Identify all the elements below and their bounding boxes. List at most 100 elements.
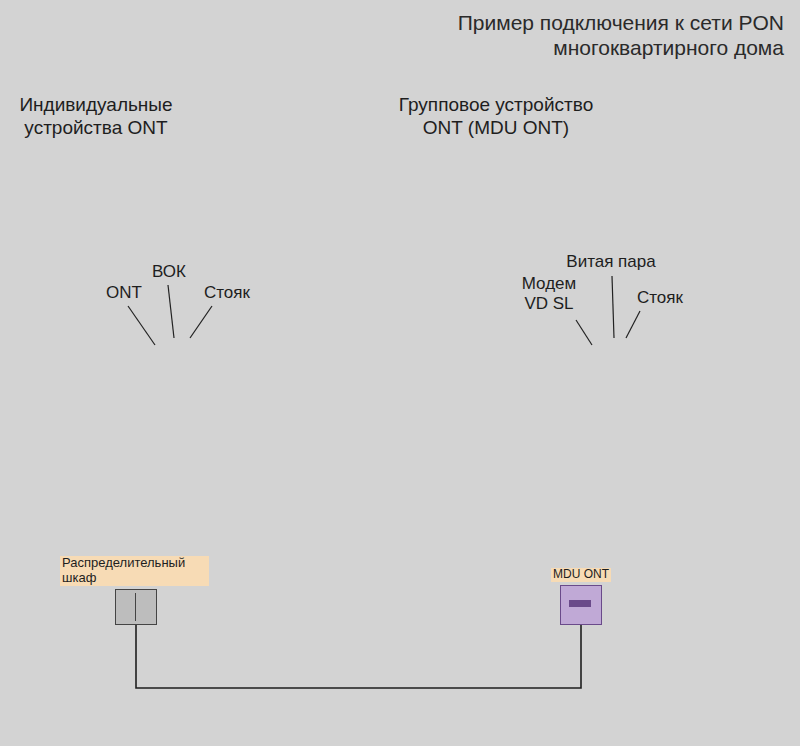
monitor-icon xyxy=(266,419,302,449)
computer-screen xyxy=(77,489,99,505)
house-frame xyxy=(10,324,320,635)
monitor-icon xyxy=(266,346,302,376)
house-interior xyxy=(497,342,758,625)
phone-icon xyxy=(54,524,72,532)
monitor-stand xyxy=(730,376,738,380)
computer-screen xyxy=(77,424,99,440)
monitor-icon xyxy=(28,419,64,449)
computer-screen xyxy=(552,351,574,367)
device-cable xyxy=(577,366,596,376)
floor-slab xyxy=(22,470,308,478)
distribution-cabinet: Распределительный шкаф xyxy=(60,556,209,625)
device-cable xyxy=(204,366,228,376)
computer-screen xyxy=(681,424,703,440)
computer-icon xyxy=(549,486,577,510)
subscriber-device xyxy=(197,423,204,449)
house-heading: Групповое устройство ONT (MDU ONT) xyxy=(398,93,594,139)
callout-label: Витая пара xyxy=(561,252,661,272)
callout-label: Стояк xyxy=(199,283,255,303)
computer-screen xyxy=(681,559,703,575)
computer-icon xyxy=(678,556,706,580)
subscriber-device xyxy=(596,350,603,376)
phone-handset xyxy=(527,455,549,459)
computer-screen xyxy=(231,559,253,575)
floor-slab xyxy=(497,405,758,413)
mdu-ont-unit: MDU ONT xyxy=(545,564,617,625)
leader-line xyxy=(190,306,212,338)
diagram-title: Пример подключения к сети PON многокварт… xyxy=(354,10,784,60)
monitor-stand xyxy=(517,449,525,453)
device-cable xyxy=(639,366,678,376)
callout-label: ВОК xyxy=(147,262,191,282)
bottom-band xyxy=(0,738,800,746)
computer-stand xyxy=(684,580,700,584)
phone-handset xyxy=(256,520,278,524)
computer-icon xyxy=(549,421,577,445)
computer-icon xyxy=(678,348,706,372)
monitor-stand xyxy=(517,376,525,380)
phone-handset xyxy=(256,590,278,594)
subscriber-device xyxy=(632,423,639,449)
riser-wire xyxy=(601,498,621,598)
phone-icon xyxy=(708,594,726,602)
chimney xyxy=(230,192,250,247)
device-cable xyxy=(639,574,678,584)
monitor-icon xyxy=(716,484,752,514)
phone-icon xyxy=(54,459,72,467)
house-interior xyxy=(22,337,308,625)
device-cable xyxy=(102,504,156,514)
monitor-icon xyxy=(266,554,302,584)
monitor-icon xyxy=(503,484,539,514)
device-cable xyxy=(577,504,596,514)
phone-icon xyxy=(258,524,276,532)
monitor-icon xyxy=(266,484,302,514)
leader-line xyxy=(128,306,155,345)
phone-icon xyxy=(258,459,276,467)
leader-line xyxy=(168,285,174,338)
cabinet-door-line xyxy=(135,593,136,621)
subscriber-device xyxy=(197,350,204,376)
phone-icon xyxy=(529,459,547,467)
phone-handset xyxy=(706,520,728,524)
roof xyxy=(5,165,325,334)
monitor-stand xyxy=(280,376,288,380)
chimney xyxy=(680,192,700,247)
monitor-icon xyxy=(503,346,539,376)
road-band xyxy=(0,634,800,664)
monitor-icon xyxy=(503,419,539,449)
computer-stand xyxy=(684,445,700,449)
phone-icon xyxy=(708,386,726,394)
phone-icon xyxy=(708,459,726,467)
mdu-box xyxy=(560,585,602,625)
computer-icon xyxy=(74,348,102,372)
subscriber-device xyxy=(632,558,639,584)
device-label: Распределительный шкаф xyxy=(60,556,209,586)
phone-icon xyxy=(258,594,276,602)
floor-slab xyxy=(22,405,308,413)
house-frame xyxy=(485,329,770,635)
subscriber-device xyxy=(197,488,204,514)
floor-slab xyxy=(22,540,308,548)
mdu-panel xyxy=(569,600,591,607)
subscriber-device xyxy=(596,488,603,514)
phone-icon xyxy=(708,524,726,532)
splitter-stem xyxy=(381,684,390,700)
computer-stand xyxy=(234,580,250,584)
riser-wire xyxy=(157,498,181,608)
device-cable xyxy=(204,504,228,514)
subscriber-device xyxy=(632,488,639,514)
cabinet-box xyxy=(115,589,157,625)
monitor-stand xyxy=(280,449,288,453)
callout-label: ONT xyxy=(104,283,144,303)
computer-screen xyxy=(231,489,253,505)
leader-line xyxy=(626,311,640,338)
computer-stand xyxy=(555,510,571,514)
device-cable xyxy=(639,439,678,449)
device-cable xyxy=(102,366,156,376)
splitter-base xyxy=(369,699,402,708)
phone-handset xyxy=(706,590,728,594)
phone-handset xyxy=(52,455,74,459)
phone-handset xyxy=(52,382,74,386)
computer-screen xyxy=(77,351,99,367)
phone-handset xyxy=(706,382,728,386)
